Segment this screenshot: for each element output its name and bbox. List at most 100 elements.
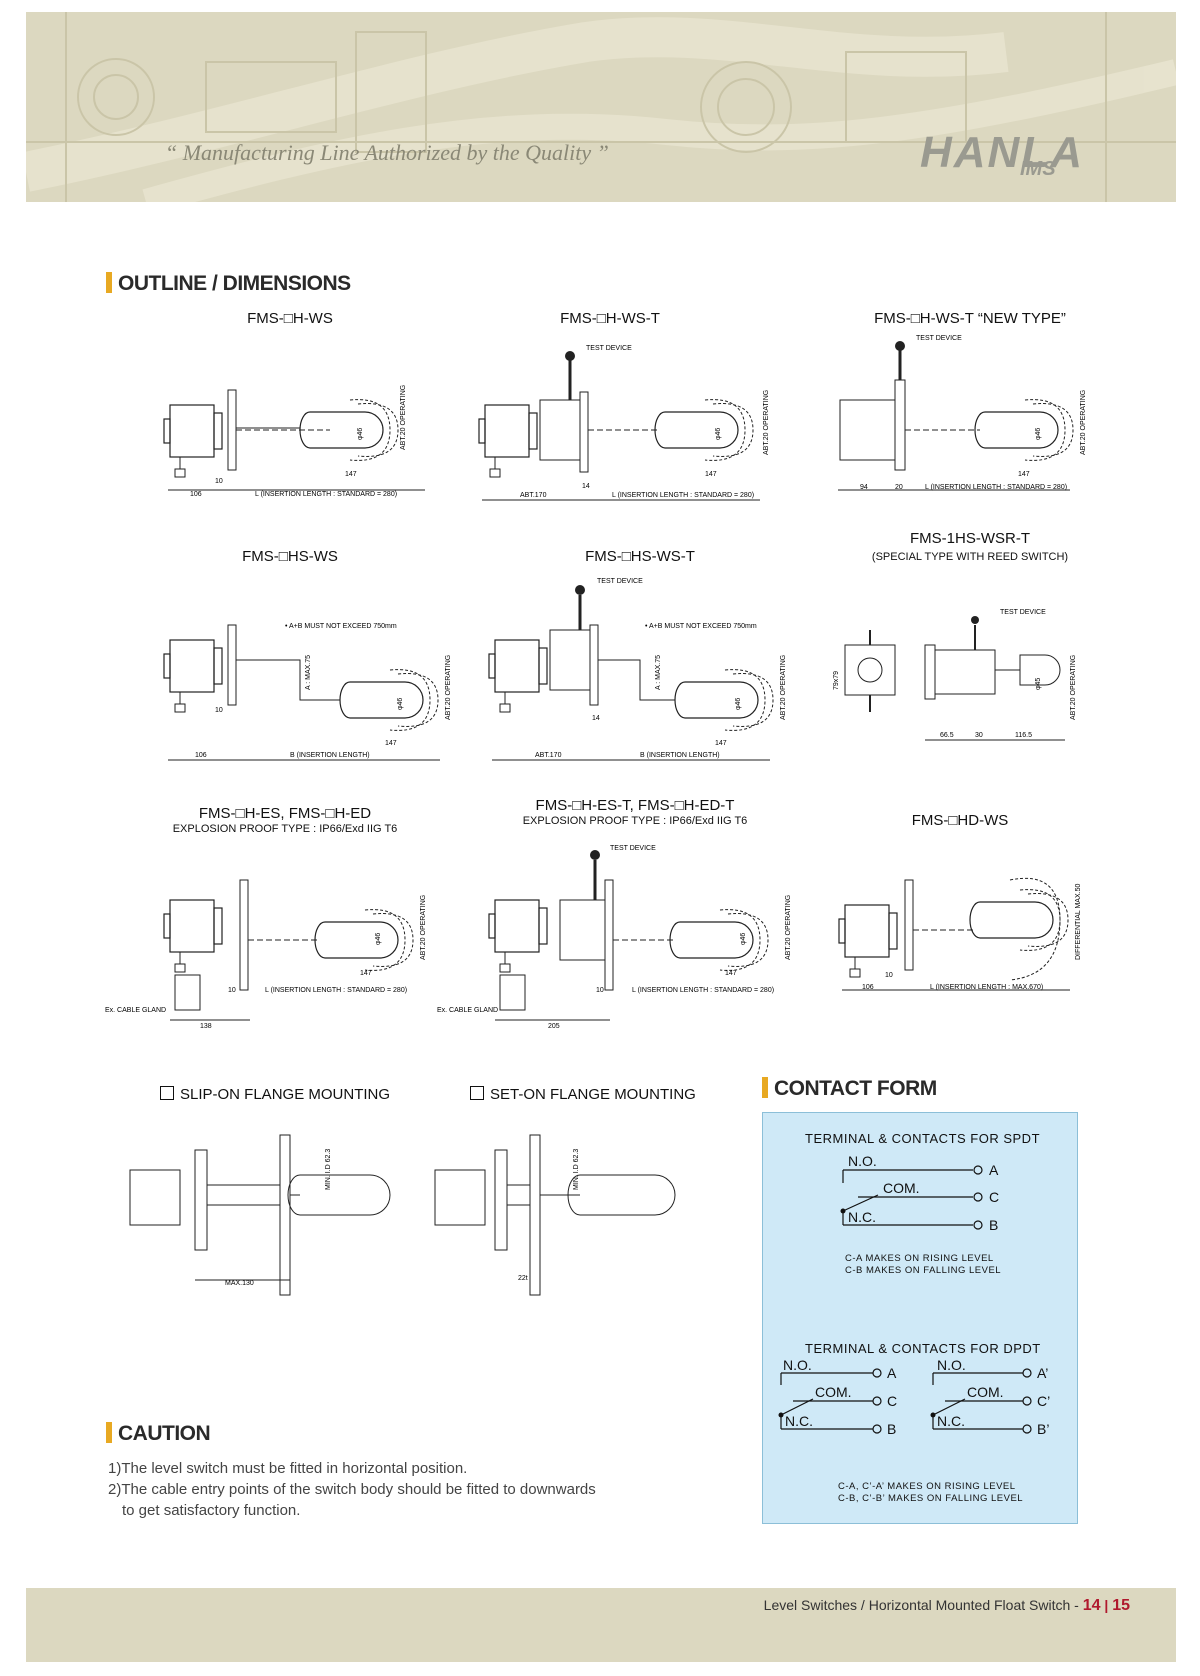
dpdt-terminal-a: A bbox=[887, 1365, 897, 1381]
dim-6-phi: φ45 bbox=[1035, 678, 1042, 690]
dpdt-note-2: C-B, C’-B’ MAKES ON FALLING LEVEL bbox=[838, 1493, 1024, 1504]
dpdt-terminal-b: B bbox=[887, 1421, 896, 1437]
checkbox-icon bbox=[470, 1086, 484, 1100]
footer-product: Horizontal Mounted Float Switch - bbox=[868, 1597, 1083, 1613]
dpdt-right-nc: N.C. bbox=[937, 1413, 965, 1429]
dim-1-106: 106 bbox=[190, 491, 202, 498]
dim-7-phi: φ46 bbox=[375, 933, 382, 945]
dim-2-l: L (INSERTION LENGTH : STANDARD = 280) bbox=[612, 492, 754, 499]
drawing-subtitle-6: (SPECIAL TYPE WITH REED SWITCH) bbox=[871, 551, 1069, 563]
dim-9-10: 10 bbox=[885, 972, 893, 979]
footer-category: Level Switches bbox=[763, 1597, 858, 1613]
dim-1-l: L (INSERTION LENGTH : STANDARD = 280) bbox=[255, 491, 397, 498]
dpdt-title: TERMINAL & CONTACTS FOR DPDT bbox=[805, 1341, 1041, 1356]
dpdt-left-nc: N.C. bbox=[785, 1413, 813, 1429]
header-background-art bbox=[26, 12, 1176, 202]
spdt-nc: N.C. bbox=[848, 1209, 876, 1225]
dpdt-terminal-a-prime: A’ bbox=[1037, 1365, 1048, 1381]
dim-3-20: 20 bbox=[895, 484, 903, 491]
dim-3-l: L (INSERTION LENGTH : STANDARD = 280) bbox=[925, 484, 1067, 491]
dim-5-170: ABT.170 bbox=[535, 752, 562, 759]
dim-slip-id: MIN. I.D 62.3 bbox=[325, 1149, 332, 1190]
dim-8-147: 147 bbox=[725, 970, 737, 977]
contact-form-box: TERMINAL & CONTACTS FOR SPDT N.O. COM. N… bbox=[762, 1112, 1078, 1524]
dpdt-right-no: N.O. bbox=[937, 1357, 966, 1373]
dim-1-147: 147 bbox=[345, 471, 357, 478]
dim-slip-max130: MAX.130 bbox=[225, 1280, 254, 1287]
drawing-fms-hs-ws-t: TEST DEVICE • A+B MUST NOT EXCEED 750mm … bbox=[488, 578, 787, 761]
dim-4-a: A : MAX.75 bbox=[305, 655, 312, 690]
dim-5-a: A : MAX.75 bbox=[655, 655, 662, 690]
drawing-subtitle-7: EXPLOSION PROOF TYPE : IP66/Exd IIG T6 bbox=[172, 823, 398, 835]
contact-schematic: N.O. COM. N.C. A C B N.O. COM. N.C. A C … bbox=[778, 1153, 1050, 1437]
dim-2-operating: ABT.20 OPERATING bbox=[763, 390, 770, 455]
page-number-left: 14 bbox=[1082, 1597, 1101, 1614]
page-number-right: 15 bbox=[1112, 1597, 1130, 1614]
mounting-drawings: MAX.130 MIN. I.D 62.3 22t MIN. I.D 62.3 bbox=[129, 1134, 676, 1296]
dim-7-10: 10 bbox=[228, 987, 236, 994]
dim-2-147: 147 bbox=[705, 471, 717, 478]
spdt-note-1: C-A MAKES ON RISING LEVEL bbox=[845, 1253, 994, 1264]
dim-8-phi: φ46 bbox=[740, 933, 747, 945]
slip-on-drawing: MAX.130 MIN. I.D 62.3 bbox=[129, 1134, 391, 1296]
test-device-label-6: TEST DEVICE bbox=[1000, 609, 1046, 616]
dpdt-left-com: COM. bbox=[815, 1384, 852, 1400]
dpdt-note-1: C-A, C’-A’ MAKES ON RISING LEVEL bbox=[838, 1481, 1016, 1492]
dim-6-66-5: 66.5 bbox=[940, 732, 954, 739]
note-4: • A+B MUST NOT EXCEED 750mm bbox=[285, 623, 397, 630]
dim-6-116-5: 116.5 bbox=[1015, 732, 1032, 739]
test-device-label-8: TEST DEVICE bbox=[610, 845, 656, 852]
dim-5-147: 147 bbox=[715, 740, 727, 747]
header-banner bbox=[26, 12, 1176, 202]
spdt-terminal-c: C bbox=[989, 1189, 999, 1205]
spdt-no: N.O. bbox=[848, 1153, 877, 1169]
contact-heading: CONTACT FORM bbox=[762, 1077, 937, 1101]
outline-heading: OUTLINE / DIMENSIONS bbox=[106, 272, 351, 296]
dim-3-147: 147 bbox=[1018, 471, 1030, 478]
dim-9-l: L (INSERTION LENGTH : MAX.670) bbox=[930, 984, 1043, 991]
spdt-com: COM. bbox=[883, 1180, 920, 1196]
drawing-fms-h-es: Ex. CABLE GLAND 138 10 L (INSERTION LENG… bbox=[105, 879, 427, 1030]
dim-8-l: L (INSERTION LENGTH : STANDARD = 280) bbox=[632, 987, 774, 994]
dim-6-operating: ABT.20 OPERATING bbox=[1070, 655, 1077, 720]
footer-band bbox=[26, 1588, 1176, 1662]
dim-4-operating: ABT.20 OPERATING bbox=[445, 655, 452, 720]
test-device-label-5: TEST DEVICE bbox=[597, 578, 643, 585]
dim-3-operating: ABT.20 OPERATING bbox=[1080, 390, 1087, 455]
dim-set-id: MIN. I.D 62.3 bbox=[573, 1149, 580, 1190]
set-on-title-text: SET-ON FLANGE MOUNTING bbox=[490, 1086, 696, 1103]
dim-5-phi: φ46 bbox=[735, 698, 742, 710]
drawing-title-3: FMS-□H-WS-T “NEW TYPE” bbox=[874, 310, 1066, 327]
footer-text: Level Switches / Horizontal Mounted Floa… bbox=[764, 1597, 1130, 1615]
caution-line-1: 1)The level switch must be fitted in hor… bbox=[108, 1460, 468, 1477]
drawing-fms-hd-ws: 106 10 L (INSERTION LENGTH : MAX.670) DI… bbox=[838, 877, 1082, 991]
dpdt-left-no: N.O. bbox=[783, 1357, 812, 1373]
gland-label-8: Ex. CABLE GLAND bbox=[437, 1007, 498, 1014]
drawing-title-6: FMS-1HS-WSR-T bbox=[910, 530, 1030, 547]
dim-3-phi: φ46 bbox=[1035, 428, 1042, 440]
dim-6-79x79: 79x79 bbox=[833, 671, 840, 690]
hanla-logo-sub: IMS bbox=[1020, 158, 1056, 180]
set-on-drawing: 22t MIN. I.D 62.3 bbox=[434, 1134, 676, 1296]
checkbox-icon bbox=[160, 1086, 174, 1100]
drawing-subtitle-8: EXPLOSION PROOF TYPE : IP66/Exd IIG T6 bbox=[522, 815, 748, 827]
slip-on-title: SLIP-ON FLANGE MOUNTING bbox=[160, 1086, 390, 1103]
spdt-terminal-b: B bbox=[989, 1217, 998, 1233]
drawing-fms-h-ws: 106 10 L (INSERTION LENGTH : STANDARD = … bbox=[163, 385, 425, 498]
dim-3-94: 94 bbox=[860, 484, 868, 491]
dim-7-l: L (INSERTION LENGTH : STANDARD = 280) bbox=[265, 987, 407, 994]
drawing-fms-h-ws-t-new: TEST DEVICE 94 20 L (INSERTION LENGTH : … bbox=[838, 335, 1087, 491]
dim-1-phi: φ46 bbox=[357, 428, 364, 440]
drawing-title-5: FMS-□HS-WS-T bbox=[585, 548, 695, 565]
dim-set-22t: 22t bbox=[518, 1275, 528, 1282]
dim-4-b: B (INSERTION LENGTH) bbox=[290, 752, 370, 759]
slip-on-title-text: SLIP-ON FLANGE MOUNTING bbox=[180, 1086, 391, 1103]
dim-5-operating: ABT.20 OPERATING bbox=[780, 655, 787, 720]
dim-2-14: 14 bbox=[582, 483, 590, 490]
drawing-fms-h-ws-t: TEST DEVICE ABT.170 14 L (INSERTION LENG… bbox=[478, 345, 770, 501]
hanla-logo: HANLA bbox=[920, 128, 1084, 177]
dim-1-10: 10 bbox=[215, 478, 223, 485]
gland-label-7: Ex. CABLE GLAND bbox=[105, 1007, 166, 1014]
drawing-title-1: FMS-□H-WS bbox=[247, 310, 333, 327]
drawing-title-2: FMS-□H-WS-T bbox=[560, 310, 660, 327]
